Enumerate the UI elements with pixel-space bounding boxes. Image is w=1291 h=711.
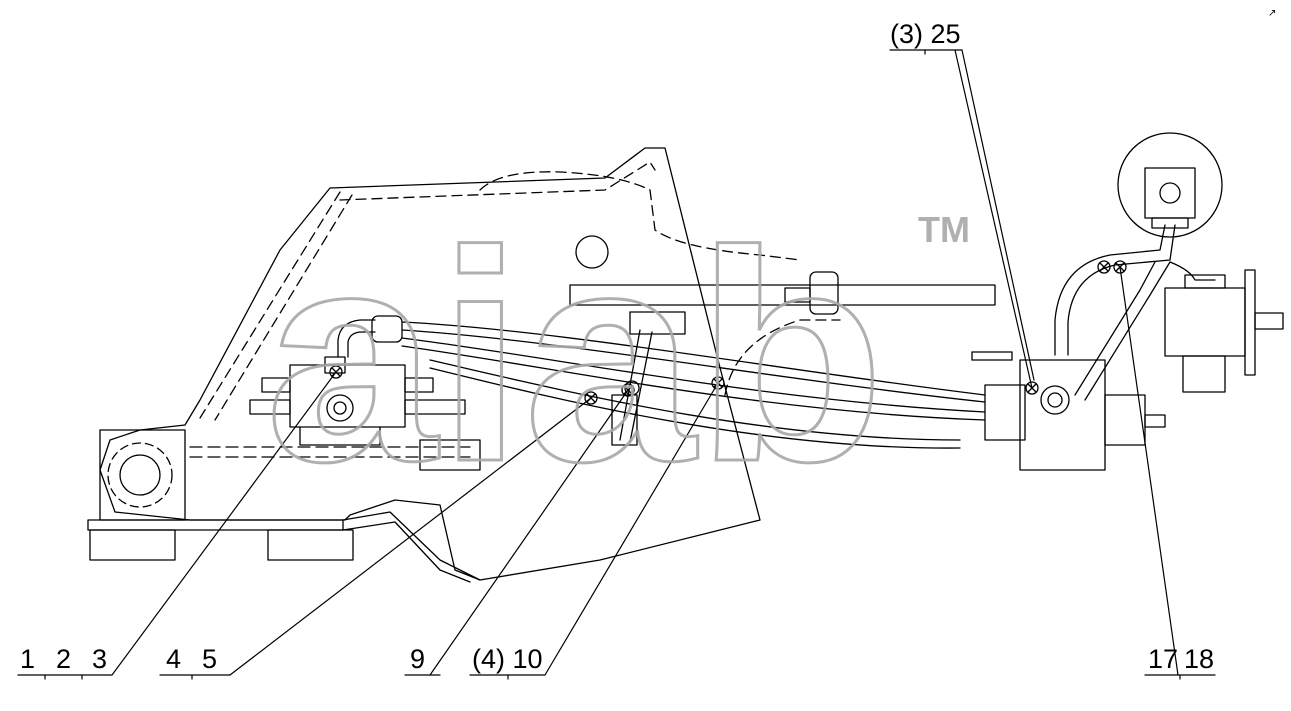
callout-5: 5 <box>202 644 217 674</box>
leader-lines <box>111 49 1179 676</box>
tank-hose-a <box>1054 224 1166 356</box>
callout-17: 17 <box>1148 644 1178 674</box>
pump-flange <box>984 384 1026 441</box>
control-valve-body <box>289 364 406 428</box>
hose-1 <box>401 321 986 396</box>
lever-bracket <box>629 311 686 335</box>
valve-port <box>326 394 354 422</box>
valve-base <box>299 426 381 446</box>
hose-ferrule <box>371 315 403 343</box>
valve-cap-left <box>261 377 291 393</box>
valve-spool-left <box>249 399 291 415</box>
callout-labels: 1 2 3 4 5 9 (4) 10 (3) 25 17 18 <box>20 19 1214 674</box>
callout-2: 2 <box>56 644 71 674</box>
pump-port-inner <box>1047 392 1063 408</box>
tank-cap <box>1144 167 1196 219</box>
foot-right <box>267 529 354 561</box>
pump-stub <box>1144 414 1166 428</box>
frame-dashed-inner <box>199 161 656 421</box>
shaft-end <box>784 287 811 303</box>
watermark-tm: TM <box>918 209 970 250</box>
rail <box>189 446 471 458</box>
motor-body <box>1164 287 1246 357</box>
motor-flange <box>1244 269 1256 376</box>
hose-6 <box>429 367 961 449</box>
tank-hose-d <box>1169 261 1216 281</box>
callout-10: (4) 10 <box>472 644 543 674</box>
pivot-hole <box>119 454 161 496</box>
watermark-text: aiab <box>265 188 885 524</box>
frame-outline <box>99 147 761 581</box>
fender-hole <box>575 235 609 269</box>
motor-bottom <box>1182 355 1226 393</box>
hose-4 <box>401 345 986 421</box>
callout-25: (3) 25 <box>890 19 961 49</box>
callout-underlines <box>17 49 1216 680</box>
elbow-fitting <box>337 319 376 358</box>
valve-cap-right <box>404 377 434 393</box>
valve-spool-right <box>404 399 466 415</box>
tank-hose-b <box>1067 224 1176 356</box>
motor-shaft <box>1254 312 1284 330</box>
fender-curve-lower <box>724 319 841 396</box>
pivot-boss <box>107 442 173 508</box>
fender-arc <box>479 171 801 261</box>
tank-neck <box>1151 217 1189 229</box>
callout-1: 1 <box>20 644 35 674</box>
watermark: aiab TM <box>264 187 970 526</box>
foot-left <box>89 529 176 561</box>
tank-body <box>1117 132 1223 238</box>
base-plate <box>87 519 344 531</box>
callout-3: 3 <box>92 644 107 674</box>
rail-clamp <box>419 439 481 471</box>
hose-5 <box>429 359 961 441</box>
valve-port-inner <box>333 401 347 415</box>
corner-mark: ↗ <box>1268 8 1276 19</box>
tank-hose-c <box>1074 261 1171 401</box>
upper-bar <box>569 284 996 306</box>
callout-9: 9 <box>410 644 425 674</box>
slope-member <box>342 511 481 583</box>
pump-port <box>1040 385 1070 415</box>
callout-18: 18 <box>1184 644 1214 674</box>
motor-top <box>1184 274 1226 289</box>
hose-3 <box>401 337 986 413</box>
tank-cap-inner <box>1159 182 1181 204</box>
hose-2 <box>401 329 986 403</box>
pump-mount <box>971 351 1013 361</box>
callout-4: 4 <box>166 644 181 674</box>
